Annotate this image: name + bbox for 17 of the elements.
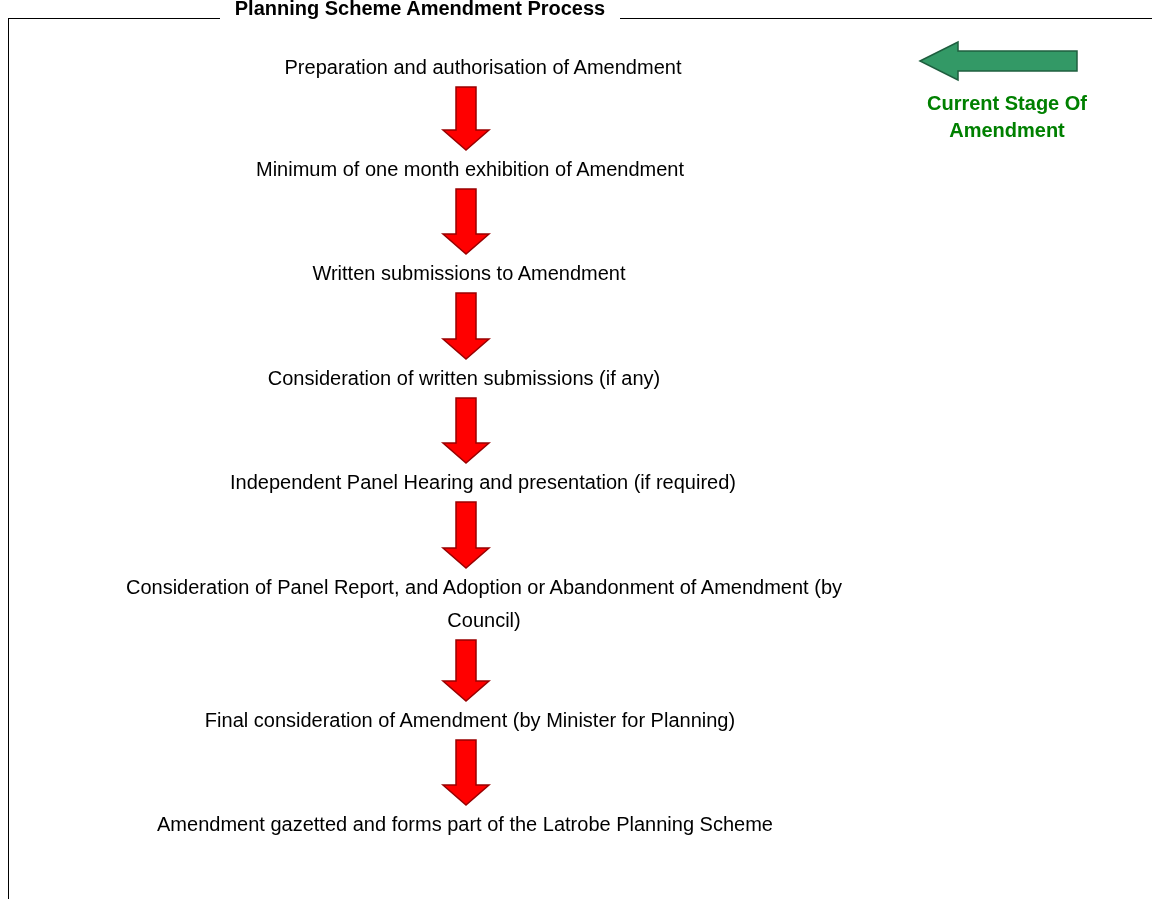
stage-text: Consideration of written submissions (if any) <box>174 359 754 398</box>
stage-text: Preparation and authorisation of Amendment <box>203 48 763 87</box>
block-arrow <box>441 86 491 151</box>
stage-text: Consideration of Panel Report, and Adoption or Abandonment of Amendment (by Council) <box>94 568 874 640</box>
block-arrow <box>441 501 491 569</box>
block-arrow <box>441 639 491 702</box>
stage-text: Final consideration of Amendment (by Minister for Planning) <box>110 701 830 740</box>
block-arrow <box>441 397 491 464</box>
block-arrow <box>441 292 491 360</box>
block-arrow <box>441 188 491 255</box>
legend-text: Current Stage Of Amendment <box>926 91 1088 143</box>
stage-text: Minimum of one month exhibition of Amendment <box>170 150 770 189</box>
diagram-title: Planning Scheme Amendment Process <box>220 0 620 20</box>
stage-text: Amendment gazetted and forms part of the Latrobe Planning Scheme <box>35 805 895 844</box>
block-arrow <box>441 739 491 806</box>
stage-text: Independent Panel Hearing and presentation (if required) <box>123 463 843 502</box>
stage-text: Written submissions to Amendment <box>239 254 699 293</box>
